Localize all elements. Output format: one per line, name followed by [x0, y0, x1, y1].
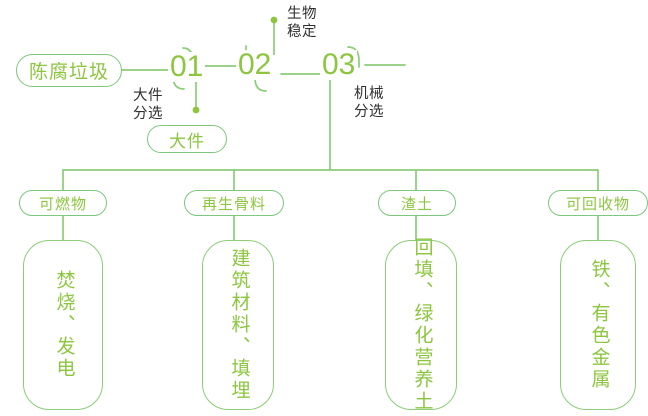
stage-number-03-label: 03 — [322, 48, 356, 81]
source-node-chenfulaji[interactable]: 陈腐垃圾 — [16, 54, 122, 87]
branch-pill-kerANwu[interactable]: 可燃物 — [19, 190, 107, 216]
branch-pill-zhatu[interactable]: 渣土 — [378, 190, 456, 216]
dot-shengwu — [270, 16, 278, 24]
stage-number-03[interactable]: 03 — [320, 48, 358, 81]
branch-pill-label-1: 可燃物 — [38, 195, 87, 213]
branch-pill-label-3: 渣土 — [400, 195, 433, 213]
source-node-label: 陈腐垃圾 — [28, 62, 109, 83]
branch-pill-label-4: 可回收物 — [565, 195, 630, 213]
branch-pill-zaishenggu[interactable]: 再生骨料 — [184, 190, 284, 216]
stage-caption-02: 生物 稳定 — [287, 6, 317, 40]
side-output-dajian-label: 大件 — [169, 131, 205, 151]
stage-caption-01: 大件 分选 — [133, 88, 163, 122]
stage-number-01-label: 01 — [170, 50, 204, 83]
outcome-box-1-text: 焚烧、发电 — [53, 270, 75, 380]
stage-number-02-label: 02 — [238, 48, 272, 81]
dot-dajian — [192, 106, 200, 114]
stage-number-02[interactable]: 02 — [236, 48, 274, 81]
outcome-box-2[interactable]: 建筑材料、填埋 — [202, 240, 274, 410]
outcome-box-3-text: 回填、绿化营养土 — [411, 237, 433, 413]
branch-pill-kehuishouwu[interactable]: 可回收物 — [548, 190, 648, 216]
outcome-box-1[interactable]: 焚烧、发电 — [23, 240, 103, 410]
outcome-box-4[interactable]: 铁、有色金属 — [560, 240, 636, 410]
side-output-dajian[interactable]: 大件 — [147, 125, 227, 153]
branch-pill-label-2: 再生骨料 — [201, 195, 266, 213]
stage-number-01[interactable]: 01 — [168, 50, 206, 83]
outcome-box-3[interactable]: 回填、绿化营养土 — [385, 237, 457, 413]
stage-caption-03: 机械 分选 — [354, 86, 384, 120]
outcome-box-2-text: 建筑材料、填埋 — [228, 248, 250, 402]
outcome-box-4-text: 铁、有色金属 — [588, 259, 610, 391]
